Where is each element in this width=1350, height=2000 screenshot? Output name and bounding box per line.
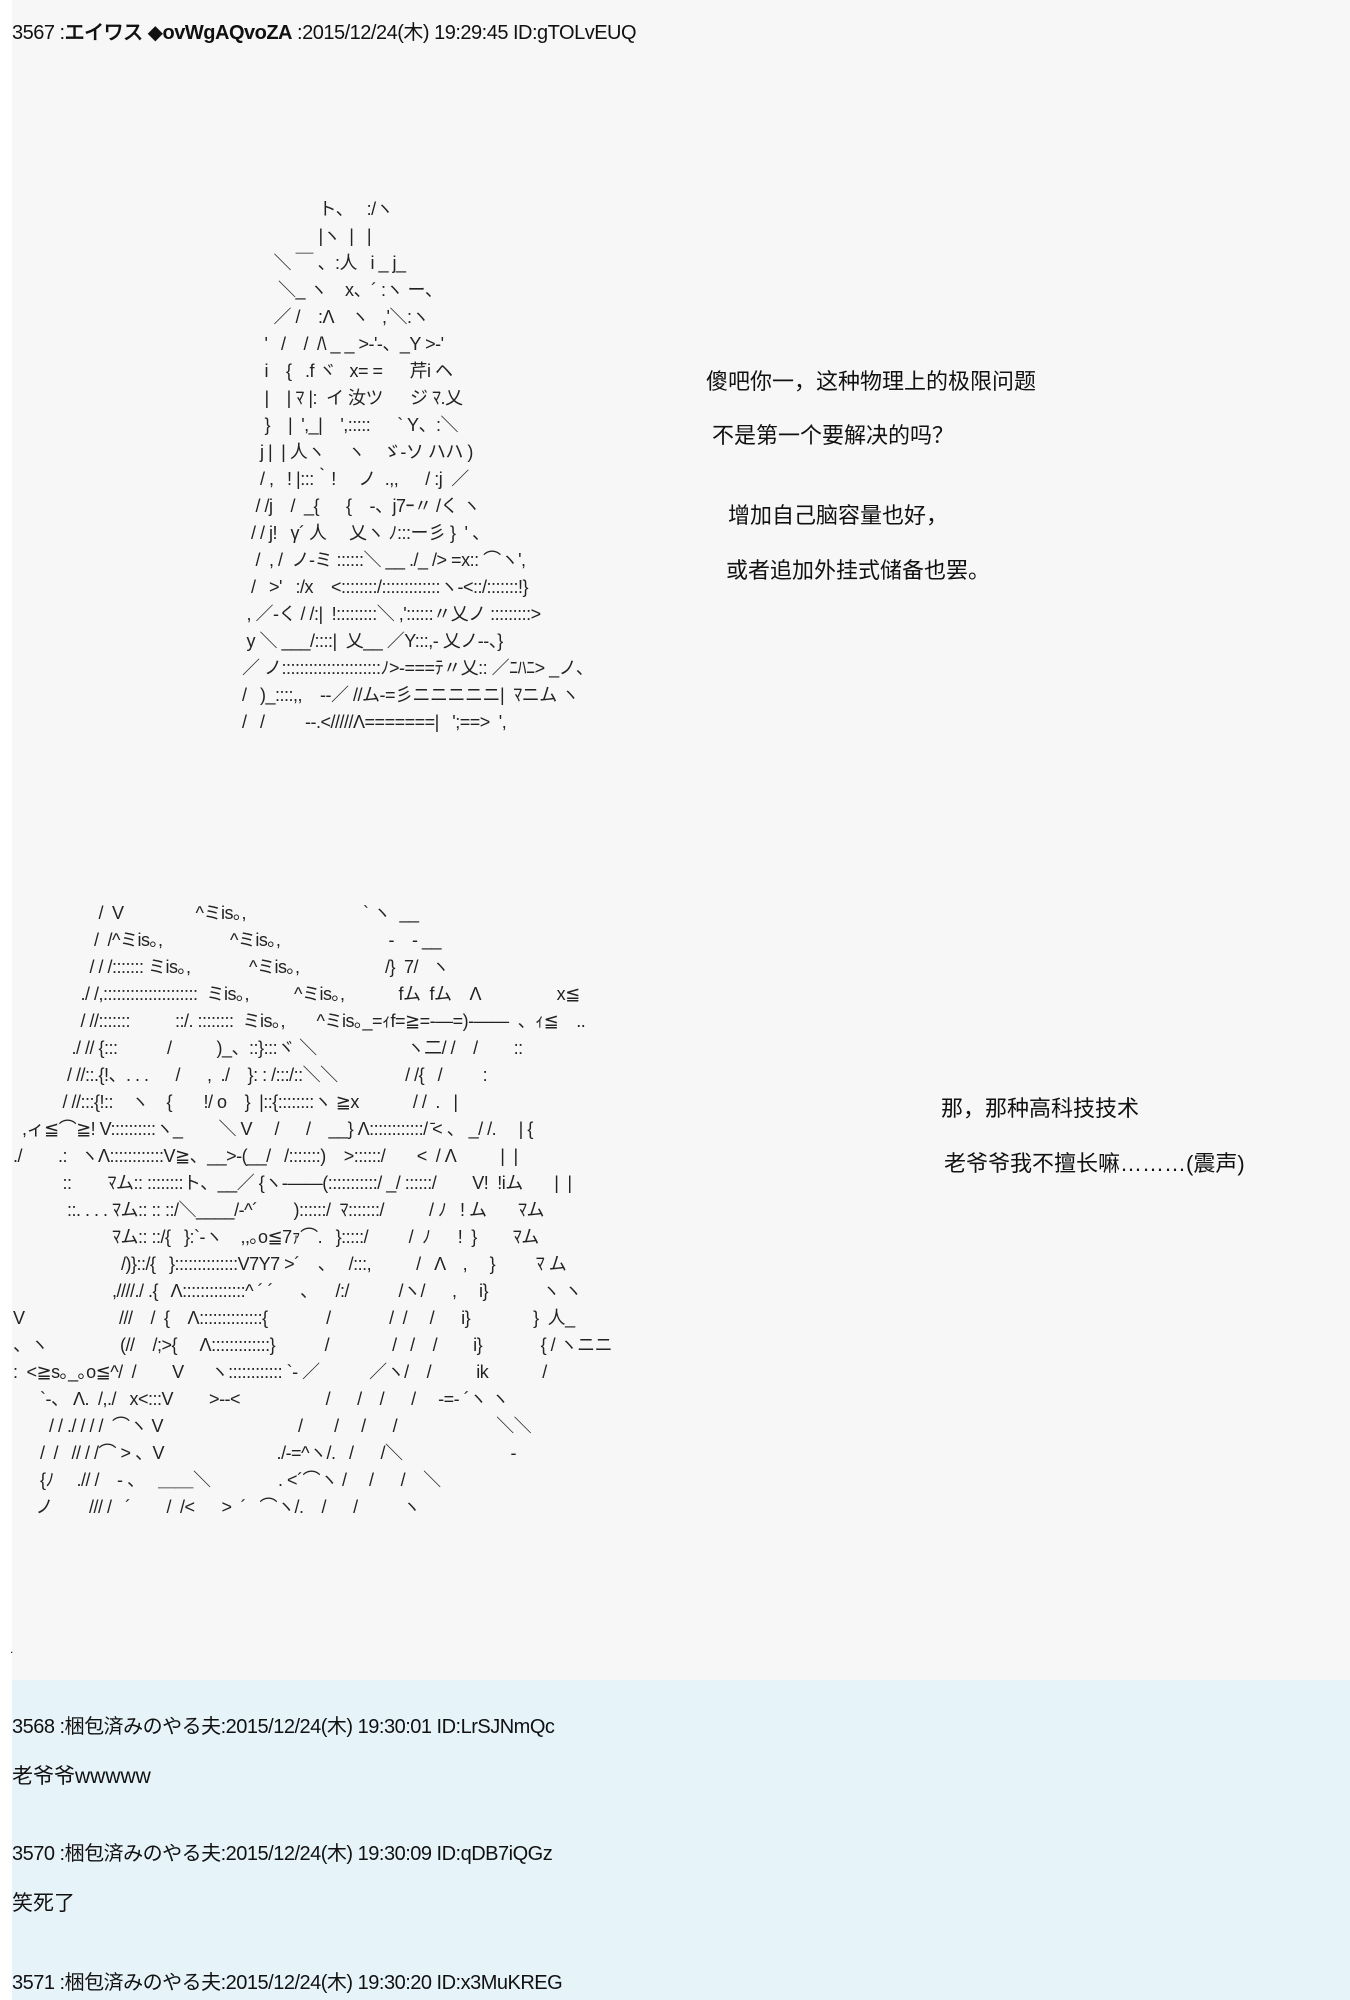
main-post [12, 0, 1350, 1680]
ascii-art-line: / / // / /⌒ > 、V ./‐=^ヽ/. / /＼ ‐ [13, 1443, 517, 1463]
reply-number[interactable]: 3568 [12, 1716, 55, 1738]
replies-section [12, 1680, 1350, 2000]
ascii-art-line: / //::::::: ::/. :::::::: ミis｡, ^ミis｡_=ｨ… [13, 1011, 586, 1031]
post-date-id: :2015/12/24(木) 19:29:45 ID:gTOLvEUQ [292, 22, 637, 44]
ascii-art-line: | | ﾏ |: イ 汝ツ ジ ﾏ.乂 [242, 388, 464, 408]
ascii-art-line: / / j! γ´ 人 乂ヽ ﾉ:::ー彡 } ' 、 [242, 523, 490, 543]
ascii-art-line: /)}::/{ }::::::::::::::V7Y7 >´ 、 /:::, /… [13, 1254, 567, 1274]
reply-body: 老爷爷wwwww [12, 1765, 151, 1788]
ascii-art-2: / V ^ミis｡, ` ヽ __ / /^ミis｡, ^ミis｡, ‐ - _… [13, 900, 613, 1521]
dialogue-line: 不是第一个要解决的吗？ [712, 423, 955, 448]
ascii-art-line: / //:::{!:: ヽ { !/ o } |::{::::::::ヽ ≧x … [13, 1092, 459, 1112]
reply-header: 3568 :梱包済みのやる夫:2015/12/24(木) 19:30:01 ID… [12, 1710, 555, 1739]
reply-number[interactable]: 3570 [12, 1843, 55, 1865]
reply-meta: :梱包済みのやる夫:2015/12/24(木) 19:30:20 ID:x3Mu… [54, 1972, 563, 1994]
ascii-art-line: } | ',_| ',::::: ` Y、:＼ [242, 415, 459, 435]
post-sep: : [54, 22, 66, 44]
ascii-art-line: , ／‐く / /:| !:::::::::＼ ,'::::::〃乂ノ ::::… [242, 604, 542, 624]
ascii-art-line: / / /::::::: ミis｡, ^ミis｡, /} 7/ ヽ [13, 957, 450, 977]
ascii-art-line: / V ^ミis｡, ` ヽ __ [13, 903, 420, 923]
ascii-art-line: V /// / { Λ::::::::::::::{ / / / / i} } … [13, 1308, 575, 1328]
ascii-art-line: / >' :/x <::::::::/:::::::::::::ヽ‐<::/::… [242, 577, 529, 597]
reply-number[interactable]: 3571 [12, 1972, 55, 1994]
ascii-art-line: ,ィ≦⌒≧! V::::::::::ヽ_ ＼ V / / __} Λ::::::… [13, 1119, 533, 1139]
trailing-dot: . [10, 1642, 14, 1656]
ascii-art-line: / , / ノ‐ミ ::::::＼ __ ./_ /> =x:: ⌒ヽ', [242, 550, 527, 570]
ascii-art-line: / / ./ / / / ⌒ヽ V / / / / ＼＼ [13, 1416, 532, 1436]
ascii-art-line: ,////./ .{ Λ::::::::::::::^ ´ ´ 、 /:/ /ヽ… [13, 1281, 582, 1301]
ascii-art-line: {ﾉ .// / ‐ 、 ＿＿＼ . <´⌒ヽ / / / ＼ [13, 1470, 441, 1490]
ascii-art-line: ト、 :/ヽ [242, 199, 394, 219]
ascii-art-line: i { .f ヾ x= = 芹i ヘ [242, 361, 454, 381]
dialogue-line: 那，那种高科技技术 [941, 1096, 1140, 1121]
ascii-art-line: ' / / /\ _ _ >‐'‐、_Y >‐' [242, 334, 445, 354]
dialogue-line: 或者追加外挂式储备也罢。 [726, 558, 991, 583]
reply-meta: :梱包済みのやる夫:2015/12/24(木) 19:30:09 ID:qDB7… [54, 1843, 553, 1865]
reply-header: 3570 :梱包済みのやる夫:2015/12/24(木) 19:30:09 ID… [12, 1837, 553, 1866]
dialogue-line: 傻吧你一，这种物理上的极限问题 [706, 369, 1037, 394]
ascii-art-line: / )_::::,, ‐‐／ //ム‐=彡ニニニニニ| ﾏニム ヽ [242, 685, 579, 705]
ascii-art-line: ／ ノ::::::::::::::::::::::ﾉ>‐===ﾃ〃乂:: ／ﾆﾊ… [242, 658, 594, 678]
reply-header: 3571 :梱包済みのやる夫:2015/12/24(木) 19:30:20 ID… [12, 1966, 563, 1995]
ascii-art-1: ト、 :/ヽ |ヽ | | ＼ ￣ 、:人 i _ j_ ＼_ ヽ x、´ :ヽ… [242, 196, 594, 736]
ascii-art-line: 、ヽ (// /;>{ Λ:::::::::::::} / / / / i} {… [13, 1335, 613, 1355]
ascii-art-line: ::. . . . ﾏム:: :: ::/＼____/‐^´ )::::::/ … [13, 1200, 545, 1220]
ascii-art-line: |ヽ | | [242, 226, 372, 246]
reply-body: 笑死了 [12, 1892, 75, 1915]
dialogue-line: 增加自己脑容量也好， [728, 503, 949, 528]
ascii-art-line: `‐、 Λ. /,./ x<:::V >‐‐< / / / / ‐=‐ ´ヽ ヽ [13, 1389, 509, 1409]
ascii-art-line: j | | 人ヽ ヽ ゞ-ソ ハハ ) [242, 442, 473, 462]
ascii-art-line: :: ﾏム:: ::::::::ト、__／ {ヽ‐――(:::::::::::/… [13, 1173, 573, 1193]
ascii-art-line: ／ / :Λ ヽ ,'＼:ヽ [242, 307, 430, 327]
ascii-art-line: : <≧s｡_｡o≦^/ / V ヽ:::::::::::: `‐ ／ ／ヽ/ … [13, 1362, 547, 1382]
ascii-art-line: ./ .: ヽΛ::::::::::::V≧、__>‐(__/ /:::::::… [13, 1146, 518, 1166]
ascii-art-line: / /j / _{ { ‐、j7ｰ〃 /く ヽ [242, 496, 481, 516]
ascii-art-line: ./ // {::: / )_、::}:::ヾ ＼ ヽ二/ / / :: [13, 1038, 524, 1058]
reply-meta: :梱包済みのやる夫:2015/12/24(木) 19:30:01 ID:LrSJ… [54, 1716, 555, 1738]
ascii-art-line: ﾏム:: ::/{ }:`‐ヽ ,,｡o≦7ｧ⌒. }:::::/ / ﾉ ! … [13, 1227, 539, 1247]
ascii-art-line: ノ /// / ´ / /< > ´ ⌒ヽ/. / / ヽ [13, 1497, 421, 1517]
post-author: エイワス ◆ovWgAQvoZA [64, 22, 293, 44]
dialogue-line: 老爷爷我不擅长嘛………(震声) [944, 1151, 1245, 1176]
ascii-art-line: / / ‐‐.</////Λ=======| ';==> ', [242, 712, 507, 732]
ascii-art-line: ./ /,::::::::::::::::::::: ミis｡, ^ミis｡, … [13, 984, 581, 1004]
post-number[interactable]: 3567 [12, 22, 55, 44]
ascii-art-line: ＼ ￣ 、:人 i _ j_ [242, 253, 407, 273]
ascii-art-line: / , ! |:::｀! ノ .,, / :j ／ [242, 469, 469, 489]
ascii-art-line: ＼_ ヽ x、´ :ヽ ー、 [242, 280, 443, 300]
ascii-art-line: / //::.{!、. . . / , ./ }: : /:::/::＼＼ / … [13, 1065, 488, 1085]
post-header: 3567 :エイワス ◆ovWgAQvoZA :2015/12/24(木) 19… [12, 16, 637, 45]
ascii-art-line: / /^ミis｡, ^ミis｡, ‐ - __ [13, 930, 441, 950]
ascii-art-line: y ＼ ___/::::| 乂__ ／Y:::,‐ 乂ノ‐‐、} [242, 631, 504, 651]
